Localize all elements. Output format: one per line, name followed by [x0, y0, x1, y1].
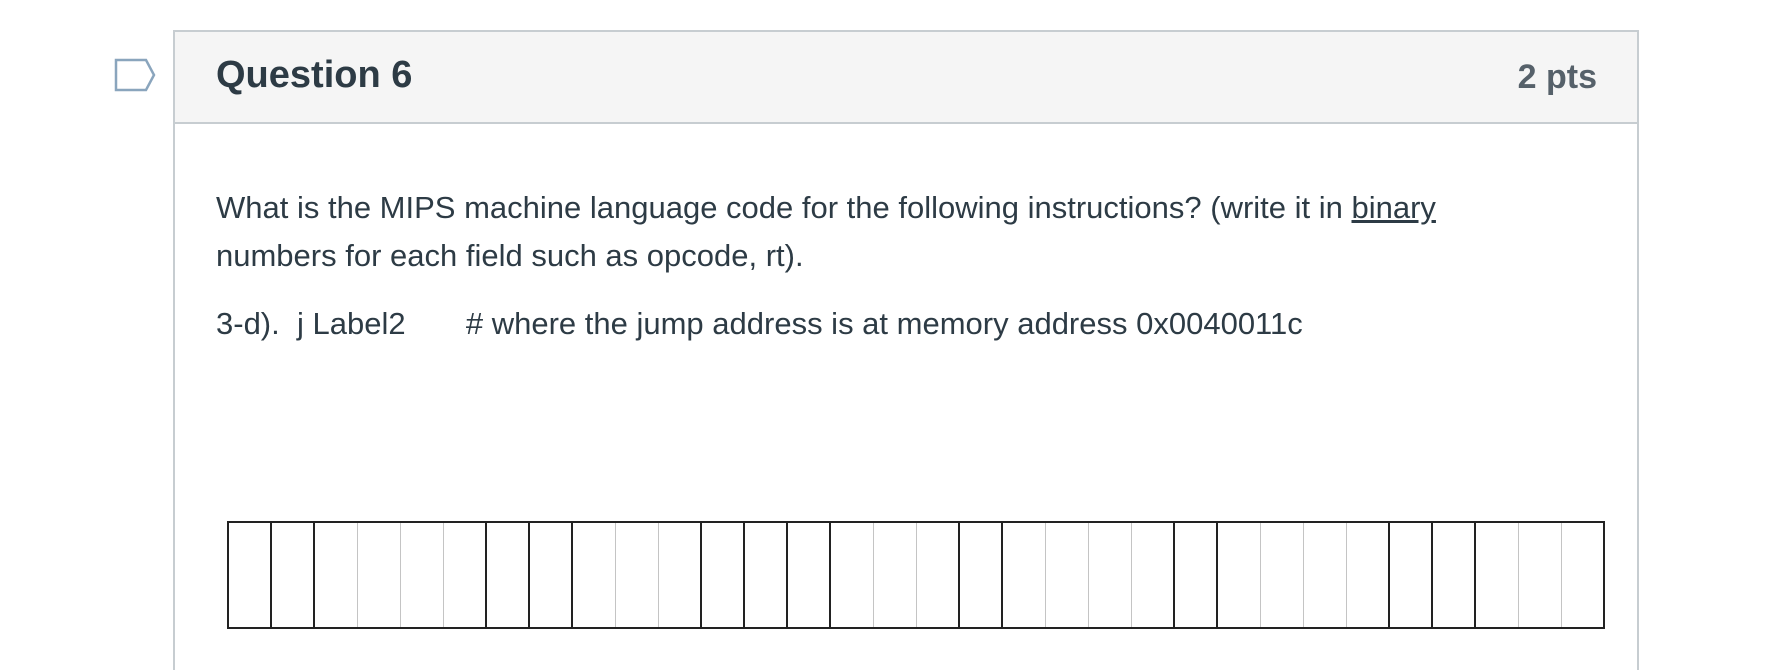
bit-cell[interactable]: [1044, 521, 1089, 629]
bit-cell[interactable]: [1001, 521, 1046, 629]
question-header: Question 6 2 pts: [175, 32, 1637, 124]
binary-answer-grid: [227, 521, 1605, 629]
prompt-text-end: numbers for each field such as opcode, r…: [216, 238, 804, 273]
question-card: Question 6 2 pts What is the MIPS machin…: [173, 30, 1639, 670]
bit-cell[interactable]: [829, 521, 874, 629]
question-prompt: What is the MIPS machine language code f…: [216, 184, 1536, 280]
bit-cell[interactable]: [1388, 521, 1433, 629]
bit-cell[interactable]: [915, 521, 960, 629]
bit-cell[interactable]: [872, 521, 917, 629]
question-title: Question 6: [216, 54, 413, 96]
bit-cell[interactable]: [485, 521, 530, 629]
question-points: 2 pts: [1517, 58, 1597, 96]
bit-cell[interactable]: [1216, 521, 1261, 629]
binary-emphasis: binary: [1351, 190, 1436, 225]
instruction-label: 3-d).: [216, 306, 280, 341]
bit-cell[interactable]: [1517, 521, 1562, 629]
answer-grid-row: [227, 521, 1605, 629]
bit-cell[interactable]: [1302, 521, 1347, 629]
bit-cell[interactable]: [1431, 521, 1476, 629]
bit-cell[interactable]: [700, 521, 745, 629]
bit-cell[interactable]: [528, 521, 573, 629]
bit-cell[interactable]: [1345, 521, 1390, 629]
question-body: What is the MIPS machine language code f…: [175, 124, 1637, 344]
bit-cell[interactable]: [1474, 521, 1519, 629]
bit-cell[interactable]: [571, 521, 616, 629]
bit-cell[interactable]: [399, 521, 444, 629]
bit-cell[interactable]: [227, 521, 272, 629]
bit-cell[interactable]: [1259, 521, 1304, 629]
bit-cell[interactable]: [442, 521, 487, 629]
instruction-line: 3-d). j Label2 # where the jump address …: [216, 304, 1596, 344]
bit-cell[interactable]: [657, 521, 702, 629]
bit-cell[interactable]: [614, 521, 659, 629]
bit-cell[interactable]: [743, 521, 788, 629]
flag-question-icon[interactable]: [114, 58, 156, 92]
bit-cell[interactable]: [1087, 521, 1132, 629]
instruction-comment: # where the jump address is at memory ad…: [465, 306, 1303, 341]
bit-cell[interactable]: [958, 521, 1003, 629]
bit-cell[interactable]: [313, 521, 358, 629]
bit-cell[interactable]: [356, 521, 401, 629]
bit-cell[interactable]: [1560, 521, 1605, 629]
bit-cell[interactable]: [1130, 521, 1175, 629]
bit-cell[interactable]: [1173, 521, 1218, 629]
bit-cell[interactable]: [270, 521, 315, 629]
prompt-text-start: What is the MIPS machine language code f…: [216, 190, 1352, 225]
bit-cell[interactable]: [786, 521, 831, 629]
instruction-code: j Label2: [296, 306, 406, 341]
